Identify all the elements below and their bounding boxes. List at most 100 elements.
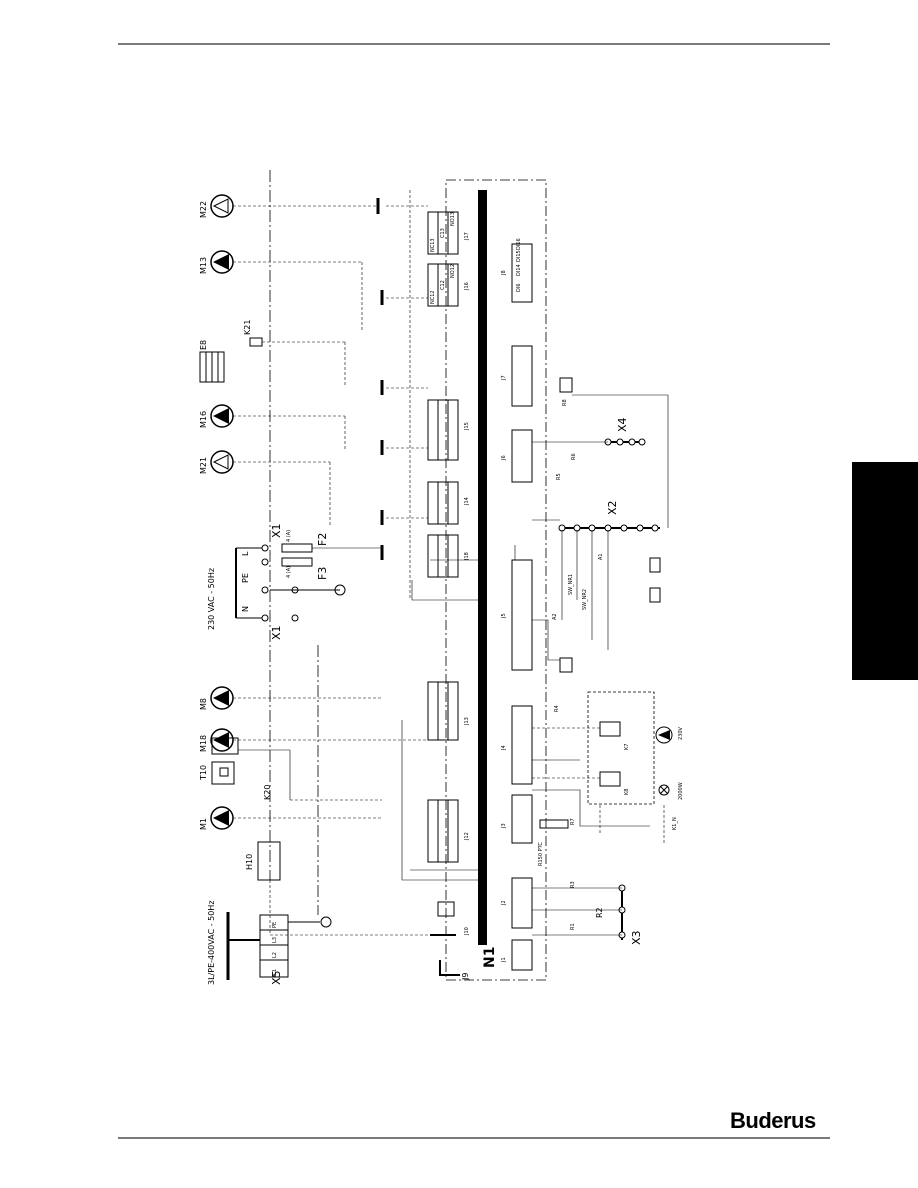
pump-m13-label: M13 [199, 257, 208, 274]
x2-label-sw-nr1: SW_NR1 [568, 574, 574, 595]
x2-label-a1: A1 [598, 553, 604, 560]
terminal-l-label: L [241, 551, 250, 556]
relay-k7-label: K7 [624, 744, 630, 750]
terminal-x2-label: X2 [606, 500, 619, 515]
connector-j4-label: J4 [501, 745, 507, 751]
x5-pin-l3: L3 [272, 937, 278, 943]
connector-j17-label: J17 [464, 232, 470, 241]
j16-pin-1: NC13 [430, 238, 436, 252]
board-label: N1 [482, 947, 498, 968]
fuse-f2-rating: 4 (A) [286, 530, 292, 542]
x5-pin-l2: L2 [272, 952, 278, 958]
footer-rule [118, 1137, 830, 1139]
sensor-h10-label: H10 [245, 854, 254, 870]
relay-k8-label: K8 [624, 789, 630, 795]
buderus-logo: Buderus [730, 1108, 816, 1133]
sensor-r3-label: R3 [570, 881, 576, 888]
fuse-f3-rating: 4 (A) [286, 566, 292, 578]
terminal-blocks-right [511, 243, 533, 971]
x5-pin-pe: PE [272, 922, 278, 928]
sensor-r4-label: R4 [554, 705, 560, 712]
j6-pin-3: DI15 [516, 250, 522, 262]
sensor-r7-label: R7 [570, 818, 576, 825]
pump-m18: M18 [199, 728, 428, 752]
x2-label-sw-nr2: SW_NR2 [582, 589, 588, 610]
pump-m16: M16 [199, 404, 346, 450]
j17-pin-2: C12 [440, 280, 446, 290]
terminal-x5-label: X5 [270, 970, 283, 985]
pump-m1-label: M1 [199, 818, 208, 830]
j6-pin-1: DI6 [516, 283, 522, 292]
display-t10: T10 K20 [199, 737, 382, 801]
supply-3phase-label: 3L/PE-400VAC - 50Hz [207, 900, 216, 985]
relay-k20-label: K20 [263, 785, 272, 800]
pump-m22-label: M22 [199, 201, 208, 218]
pump-m1: M1 [199, 806, 382, 830]
connector-j9-label: J9 [461, 973, 470, 981]
j17-pin-1: NC12 [430, 290, 436, 304]
terminal-blocks-bottom: J13 J12 J10 J9 [427, 681, 470, 981]
connector-j8-label: J8 [501, 270, 507, 276]
connector-j3-label: J3 [501, 823, 507, 829]
connector-j10-label: J10 [464, 927, 470, 936]
connector-j18-label: J18 [464, 552, 470, 561]
signal-wiring [401, 545, 650, 881]
terminal-x4: X4 R5 R6 [532, 417, 646, 480]
terminal-pe-label: PE [241, 573, 250, 583]
terminal-x1-bottom-label: X1 [270, 625, 283, 640]
section-tab [852, 462, 918, 680]
heater-e8: E8 K21 [199, 320, 346, 385]
fuse-f3-label: F3 [316, 567, 329, 580]
controller-bus-bar [478, 190, 487, 945]
j6-pin-4: DI16 [516, 238, 522, 250]
connector-j2-label: J2 [501, 900, 507, 906]
pump-m8: M8 [199, 686, 382, 710]
j16-pin-3: NO13 [450, 212, 456, 226]
sensor-r1-label: R1 [570, 923, 576, 930]
pump-m8-label: M8 [199, 698, 208, 710]
j16-pin-2: C13 [440, 228, 446, 238]
terminal-x4-label: X4 [616, 417, 629, 432]
connector-j13-label: J13 [464, 717, 470, 726]
connector-j12-label: J12 [464, 832, 470, 841]
x5-pin-l1: L1 [272, 969, 278, 975]
pe-n-markers-top [376, 190, 428, 600]
supply-main-label: 230 VAC - 50Hz [207, 568, 216, 630]
pump-m21: M21 [199, 450, 331, 525]
pump-m22: M22 [199, 194, 378, 218]
sensor-r6-label: R6 [571, 453, 577, 460]
pump-m21-label: M21 [199, 457, 208, 474]
header-rule [118, 43, 830, 45]
j17-pin-3: NO12 [450, 264, 456, 278]
connector-j14-label: J14 [464, 497, 470, 506]
terminal-x1-top-label: X1 [270, 523, 283, 538]
x2-label-a2: A2 [552, 613, 558, 620]
pump-m13: M13 [199, 250, 363, 330]
pump-m16-label: M16 [199, 411, 208, 428]
k1-n-label: K1_N [672, 817, 678, 830]
terminal-blocks-top: J17 J16 J15 J14 J18 [427, 211, 470, 578]
rel-volt-label: 230V [678, 726, 684, 740]
connector-j5-label: J5 [501, 613, 507, 619]
sensor-r8-label: R8 [562, 399, 568, 406]
connector-labels-right: J1 J2 J3 J4 J5 J6 J7 J8 DI6 DI14 DI15 DI… [430, 212, 522, 963]
controller-boundary [445, 179, 547, 981]
terminal-x3-label: X3 [630, 930, 643, 945]
terminal-x2: X2 SW_NR1 SW_NR2 A2 A1 [532, 500, 660, 650]
main-supply-block: 230 VAC - 50Hz X1 X1 L PE N F2 F3 4 (A) … [207, 523, 382, 640]
fuse-f2-label: F2 [316, 533, 329, 546]
connector-j7-label: J7 [501, 375, 507, 381]
connector-j1-label: J1 [501, 957, 507, 963]
relay-box-right: K7 K8 230V 2000W K1_N R4 R8 [532, 377, 684, 845]
connector-j15-label: J15 [464, 422, 470, 431]
j6-pin-2: DI14 [516, 264, 522, 276]
rel-heat-label: 2000W [678, 782, 684, 800]
heater-e8-label: E8 [199, 340, 208, 350]
connector-j6-label: J6 [501, 455, 507, 461]
sensor-r5-label: R5 [556, 473, 562, 480]
supply-x5-block: 3L/PE-400VAC - 50Hz X5 L1 L2 L3 PE [207, 900, 332, 985]
connector-j16-label: J16 [464, 282, 470, 291]
terminal-x3: X3 R1 R2 R3 R7 R150 PTC [532, 818, 643, 945]
sensor-r2-label: R2 [595, 907, 604, 918]
